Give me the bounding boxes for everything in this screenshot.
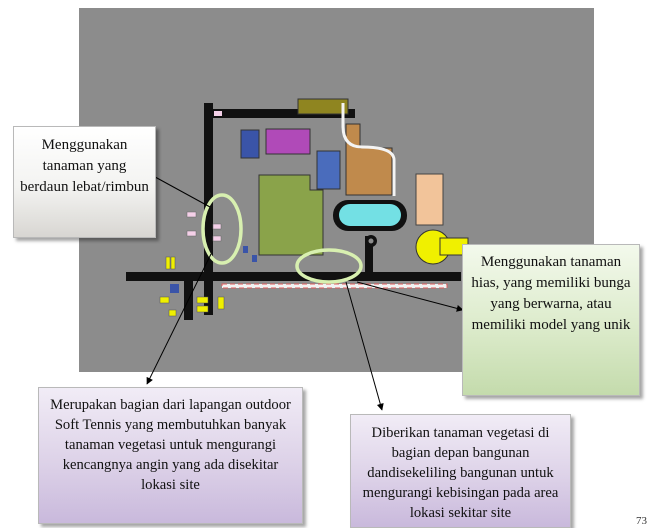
blue-building-2 xyxy=(316,150,341,190)
pool xyxy=(333,200,407,247)
highlight-ring-bottom xyxy=(295,248,363,284)
yellow-bars xyxy=(159,256,225,317)
buildings xyxy=(214,98,444,256)
peach-building xyxy=(415,173,444,226)
bottom-wall xyxy=(221,283,448,289)
green-field xyxy=(258,174,324,256)
blue-building xyxy=(240,129,260,159)
callout-bottom-left: Merupakan bagian dari lapangan outdoor S… xyxy=(38,387,303,524)
winding-path xyxy=(341,103,396,196)
highlight-ring-left xyxy=(201,193,243,265)
olive-building xyxy=(297,98,349,115)
arrow-to-left-callout xyxy=(145,171,211,208)
yellow-landmark xyxy=(415,229,469,265)
callout-left: Menggunakan tanaman yang berdaun lebat/r… xyxy=(13,126,156,238)
blue-blocks xyxy=(170,246,257,293)
page-number: 73 xyxy=(636,515,647,527)
pink-blocks xyxy=(186,211,222,242)
arrow-to-bottom-right-callout xyxy=(345,281,384,411)
small-pink-block xyxy=(214,111,222,116)
arrow-to-right-callout xyxy=(356,281,464,312)
purple-building xyxy=(265,128,311,155)
arrow-to-bottom-left-callout xyxy=(146,253,212,385)
orange-building xyxy=(345,123,393,196)
callout-bottom-right: Diberikan tanaman vegetasi di bagian dep… xyxy=(350,414,571,528)
callout-right: Menggunakan tanaman hias, yang memiliki … xyxy=(462,244,640,396)
arrows xyxy=(145,171,464,411)
